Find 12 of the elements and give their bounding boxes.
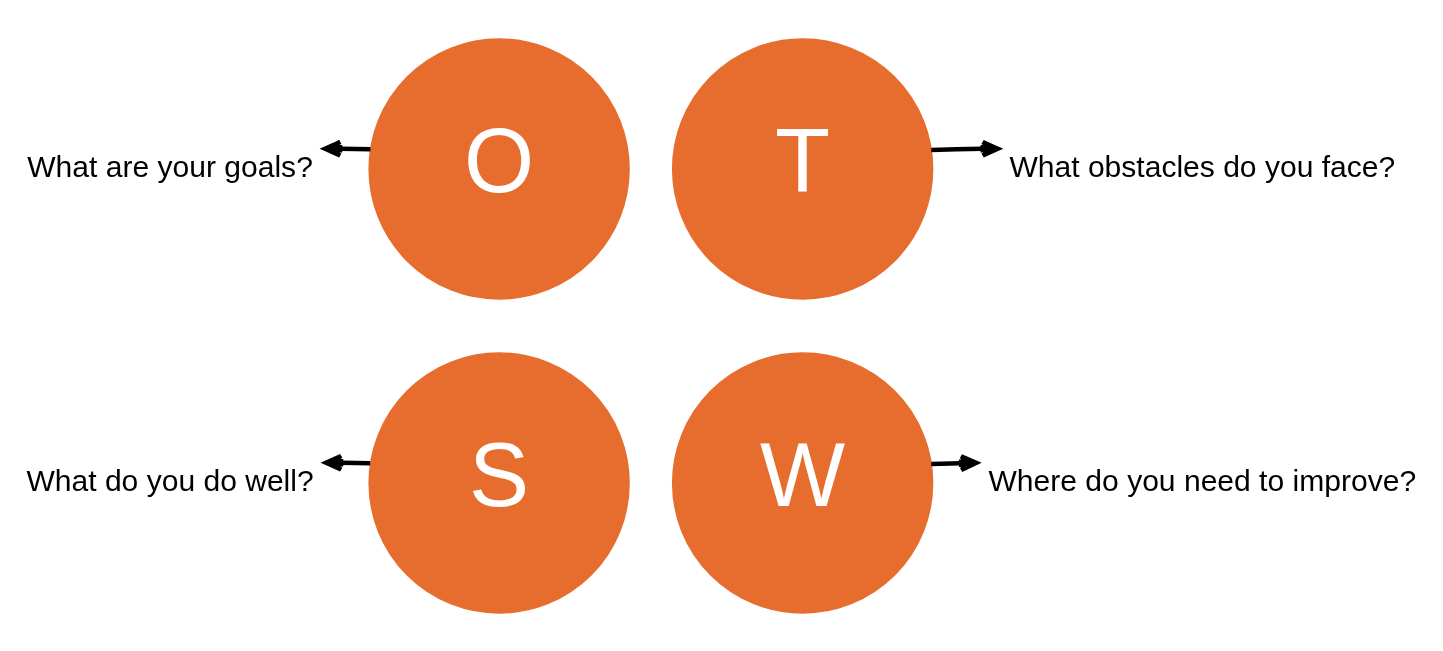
node-circle: T <box>671 37 934 300</box>
node-text: What do you do well? <box>26 463 314 497</box>
node-text: What obstacles do you face? <box>1009 148 1396 182</box>
node-circle: S <box>368 351 630 614</box>
node-circle: O <box>368 37 630 300</box>
node-circle: W <box>671 351 934 614</box>
arrow <box>931 453 979 472</box>
node-text: What are your goals? <box>27 148 313 182</box>
arrow <box>322 139 371 158</box>
node-text: Where do you need to improve? <box>988 463 1417 497</box>
arrow <box>323 453 371 472</box>
arrow <box>931 139 1001 158</box>
